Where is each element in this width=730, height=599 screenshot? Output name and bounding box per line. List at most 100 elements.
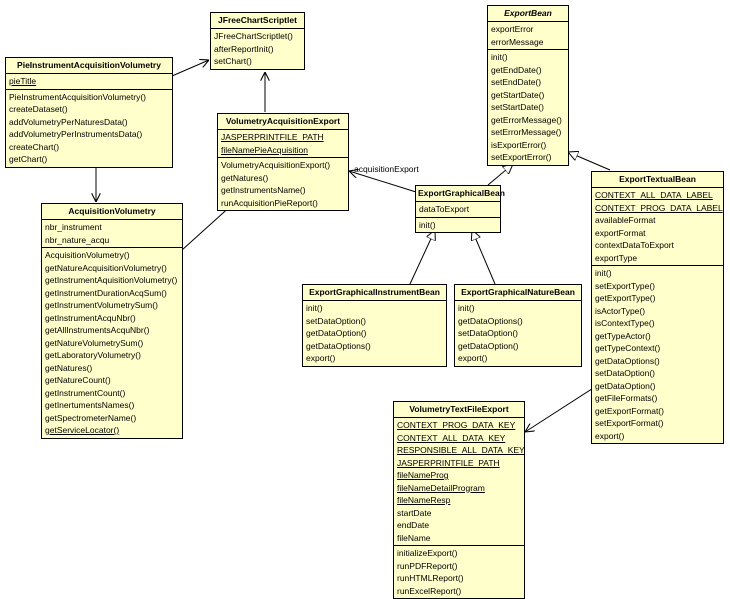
method: getNatureAcquisitionVolumetry() <box>45 262 167 273</box>
method: createDataset() <box>9 104 68 114</box>
method: getFileFormats() <box>595 393 658 403</box>
class-title: JFreeChartScriptlet <box>211 13 304 29</box>
method: getExportType() <box>595 293 656 303</box>
method: getNatures() <box>221 172 269 183</box>
method: setDataOption() <box>458 328 518 338</box>
attribute: exportFormat <box>595 227 646 238</box>
attribute: errorMessage <box>491 36 544 47</box>
attribute: contextDataToExport <box>595 240 674 250</box>
attribute: fileNameProg <box>397 470 449 480</box>
attribute: availableFormat <box>595 215 656 225</box>
attributes: CONTEXT_PROG_DATA_KEY CONTEXT_ALL_DATA_K… <box>394 418 525 545</box>
method: getNatureCount() <box>45 375 111 385</box>
method: runAcquisitionPieReport() <box>221 197 318 208</box>
method: getEndDate() <box>491 64 542 75</box>
attribute: fileNameDetailProgram <box>397 482 485 493</box>
assoc-label-acquisition-export: acquisitionExport <box>354 164 419 174</box>
methods: init() <box>416 216 500 233</box>
methods: VolumetryAcquisitionExport() getNatures(… <box>218 157 348 210</box>
class-exportgraphicalbean[interactable]: ExportGraphicalBean dataToExport init() <box>415 185 505 233</box>
method: setExportType() <box>595 280 655 291</box>
method: setDataOption() <box>595 368 655 378</box>
attribute: fileNamePieAcquisition <box>221 144 308 155</box>
class-jfreechartscriptlet[interactable]: JFreeChartScriptlet JFreeChartScriptlet(… <box>210 12 305 70</box>
attribute: CONTEXT_ALL_DATA_KEY <box>397 432 506 443</box>
method: PieInstrumentAcquisitionVolumetry() <box>9 91 147 102</box>
methods: AcquisitionVolumetry() getNatureAcquisit… <box>42 247 182 438</box>
attribute: nbr_nature_acqu <box>45 234 110 245</box>
attribute: endDate <box>397 520 430 530</box>
class-pieinstrumentacquisitionvolumetry[interactable]: PieInstrumentAcquisitionVolumetry pieTit… <box>5 57 173 168</box>
class-exportbean[interactable]: ExportBean exportError errorMessage init… <box>487 5 569 166</box>
method: getInstrumentDurationAcqSum() <box>45 287 167 298</box>
method: export() <box>595 430 625 441</box>
attribute: fileNameResp <box>397 495 451 505</box>
method: isExportError() <box>491 139 547 150</box>
methods: init() getEndDate() setEndDate() getStar… <box>488 49 568 165</box>
method: getNatureVolumetrySum() <box>45 337 144 348</box>
class-title: PieInstrumentAcquisitionVolumetry <box>6 58 172 74</box>
class-exportgraphicalinstrumentbean[interactable]: ExportGraphicalInstrumentBean init() set… <box>302 284 447 367</box>
method: getTypeContext() <box>595 343 661 353</box>
method: getDataOptions() <box>306 340 371 351</box>
method: getInstrumentCount() <box>45 387 126 398</box>
attribute: fileName <box>397 532 431 543</box>
attributes: CONTEXT_ALL_DATA_LABEL CONTEXT_PROG_DATA… <box>592 188 723 265</box>
methods: init() getDataOptions() setDataOption() … <box>455 301 581 366</box>
method: init() <box>491 52 508 62</box>
method: setEndDate() <box>491 77 542 87</box>
assoc-vae-acquisition <box>181 203 234 251</box>
method: setStartDate() <box>491 102 544 112</box>
method: createChart() <box>9 141 60 152</box>
assoc-pie-to-jfreechart <box>171 60 209 77</box>
method: getErrorMessage() <box>491 114 562 125</box>
attributes: pieTitle <box>6 74 172 89</box>
method: getLaboratoryVolumetry() <box>45 350 141 360</box>
class-acquisitionvolumetry[interactable]: AcquisitionVolumetry nbr_instrument nbr_… <box>41 203 183 439</box>
attribute: startDate <box>397 507 432 518</box>
method: getExportFormat() <box>595 405 664 416</box>
class-title: VolumetryTextFileExport <box>394 402 524 418</box>
method: addVolumetryPerNaturesData() <box>9 116 128 127</box>
method: getDataOption() <box>595 380 656 391</box>
method: runHTMLReport() <box>397 573 464 583</box>
attribute: dataToExport <box>419 204 470 214</box>
method: getDataOptions() <box>458 315 523 326</box>
class-exportgraphicalnaturebean[interactable]: ExportGraphicalNatureBean init() getData… <box>454 284 582 367</box>
assoc-egb-to-vae <box>349 171 417 193</box>
class-volumetrytextfileexport[interactable]: VolumetryTextFileExport CONTEXT_PROG_DAT… <box>393 401 525 599</box>
method: afterReportInit() <box>214 43 274 54</box>
attributes: exportError errorMessage <box>488 22 568 49</box>
method: getDataOptions() <box>595 355 660 366</box>
method: getInstrumentVolumetrySum() <box>45 300 158 310</box>
method: setChart() <box>214 56 252 66</box>
methods: PieInstrumentAcquisitionVolumetry() crea… <box>6 88 172 167</box>
methods: JFreeChartScriptlet() afterReportInit() … <box>211 29 304 69</box>
method: export() <box>458 353 488 363</box>
class-volumetryacquisitionexport[interactable]: VolumetryAcquisitionExport JASPERPRINTFI… <box>217 113 349 211</box>
method: export() <box>306 353 336 363</box>
method: getInstrumentAcquNbr() <box>45 312 136 323</box>
attribute: CONTEXT_PROG_DATA_LABEL <box>595 202 723 213</box>
method: getSpectrometerName() <box>45 412 137 423</box>
class-title: ExportGraphicalBean <box>416 186 505 202</box>
method: getInstrumentAquisitionVolumetry() <box>45 275 178 285</box>
gen-egb-to-exportbean <box>487 164 513 186</box>
methods: init() setExportType() getExportType() i… <box>592 265 723 443</box>
attribute: exportType <box>595 252 638 263</box>
method: init() <box>458 303 475 313</box>
attribute: RESPONSIBLE_ALL_DATA_KEY <box>397 445 525 455</box>
attribute: pieTitle <box>9 76 37 86</box>
method: initializeExport() <box>397 548 458 558</box>
attributes: dataToExport <box>416 202 500 217</box>
method: getAllInstrumentsAcquNbr() <box>45 325 150 335</box>
class-exporttextualbean[interactable]: ExportTextualBean CONTEXT_ALL_DATA_LABEL… <box>591 171 724 444</box>
attribute: CONTEXT_PROG_DATA_KEY <box>397 420 516 430</box>
method: getChart() <box>9 154 48 164</box>
class-title: ExportGraphicalNatureBean <box>455 285 581 301</box>
attribute: JASPERPRINTFILE_PATH <box>397 457 500 468</box>
method: setDataOption() <box>306 315 366 326</box>
method: setErrorMessage() <box>491 127 562 137</box>
attribute: exportError <box>491 24 534 34</box>
